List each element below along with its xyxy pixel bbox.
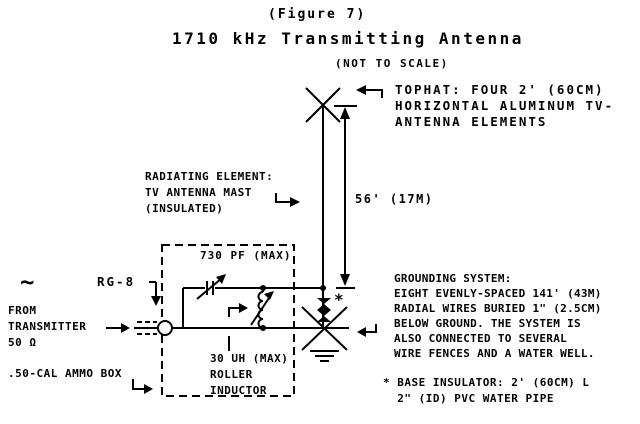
capacitor-label: 730 PF (MAX) [200,249,292,262]
base-insulator-note: * BASE INSULATOR: 2' (60CM) L 2" (ID) PV… [383,376,590,405]
figure-caption: (Figure 7) [268,7,367,22]
from-transmitter-label: FROM TRANSMITTER 50 Ω [8,304,87,349]
coax-connector [134,320,173,336]
feed-pointer-arrow [106,323,130,333]
page-title: 1710 kHz Transmitting Antenna [172,29,524,48]
tophat-pointer-arrow [356,85,383,98]
radiating-pointer-arrow [275,193,300,207]
ammo-box-outline [161,244,295,397]
radiating-element-label: RADIATING ELEMENT: TV ANTENNA MAST (INSU… [145,170,274,215]
grounding-system-label: GROUNDING SYSTEM: EIGHT EVENLY-SPACED 14… [394,272,602,360]
variable-inductor-symbol [250,288,274,329]
ground-x-symbol [301,306,348,351]
inductor-label: 30 UH (MAX) ROLLER INDUCTOR [210,352,289,397]
variable-capacitor-symbol [196,274,226,300]
asterisk-marker: * [334,290,344,309]
earth-ground-symbol [310,350,339,362]
height-label: 56' (17M) [355,192,434,206]
ammo-box-pointer-arrow [132,379,153,394]
scale-note: (NOT TO SCALE) [335,57,449,70]
base-insulator-symbol [317,298,331,322]
tophat-symbol [305,87,341,123]
inductor-pointer-arrow [228,303,248,351]
rg8-label: RG-8 [97,274,136,289]
tophat-label: TOPHAT: FOUR 2' (60CM) HORIZONTAL ALUMIN… [395,82,615,129]
junction-dots [260,285,326,331]
rg8-pointer-arrow [149,281,161,306]
ac-source-symbol: ~ [20,268,35,296]
grounding-pointer-arrow [357,324,377,337]
ammo-box-label: .50-CAL AMMO BOX [8,367,122,380]
height-dimension [334,105,357,289]
